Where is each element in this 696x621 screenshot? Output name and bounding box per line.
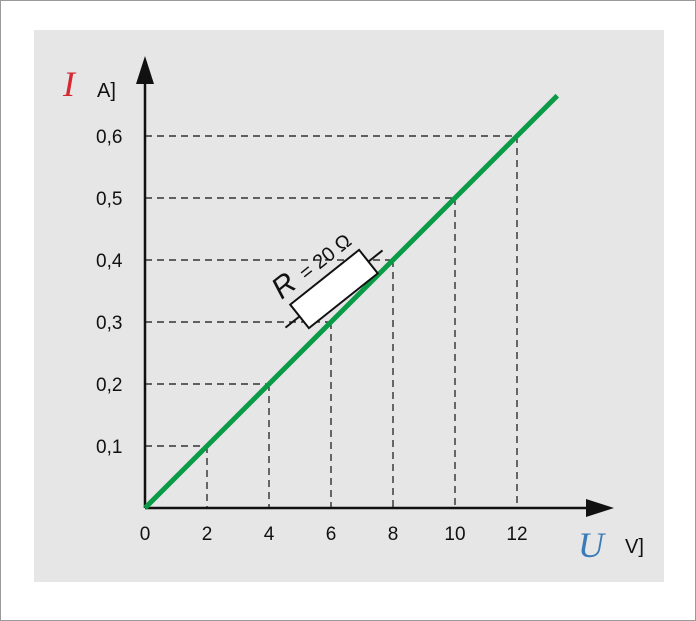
x-axis-unit: V] [625,536,644,558]
y-axis-arrow [136,56,154,84]
resistor-annotation: R = 20 Ω [265,230,384,330]
tick-labels: 2 4 6 8 10 12 0,1 0,2 0,3 0,4 0,5 0,6 [96,127,528,545]
x-tick-label: 8 [388,524,399,545]
y-tick-label: 0,4 [96,251,123,272]
series-line [143,93,560,510]
x-tick-label: 2 [202,524,213,545]
reference-guides [145,135,518,508]
x-tick-label: 4 [264,524,275,545]
x-axis-symbol: U [578,525,606,565]
resistor-lead-left [284,315,301,329]
y-tick-label: 0,5 [96,189,122,210]
resistor-lead-right [367,249,384,263]
axes [136,56,614,517]
y-tick-label: 0,2 [96,375,122,396]
y-axis-unit: A] [97,80,116,102]
y-axis-symbol: I [62,64,77,104]
resistor-body [288,248,380,330]
x-tick-label: 6 [326,524,337,545]
x-tick-label: 10 [444,524,465,545]
y-tick-label: 0,6 [96,127,122,148]
x-axis-arrow [586,499,614,517]
y-tick-label: 0,1 [96,437,122,458]
origin-label: 0 [140,524,151,545]
series-layer [143,93,560,510]
x-tick-label: 12 [506,524,527,545]
y-tick-label: 0,3 [96,313,122,334]
